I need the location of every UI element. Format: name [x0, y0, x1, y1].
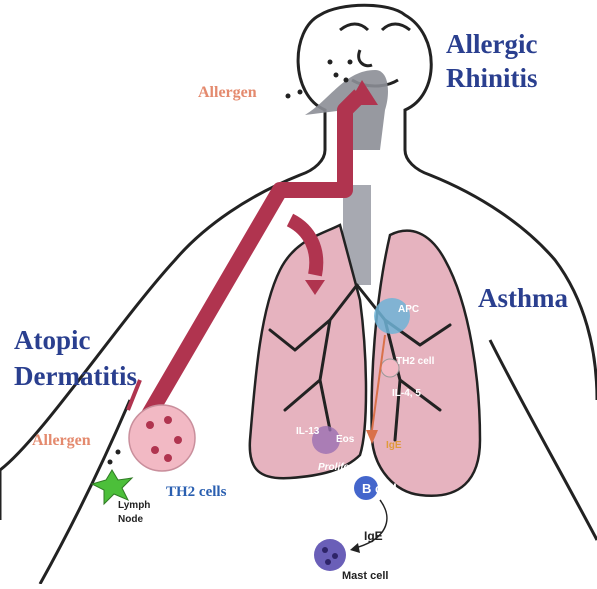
allergen-label-left: Allergen	[32, 432, 91, 450]
ige-lung-label: IgE	[386, 440, 402, 451]
th2-cells-label: TH2 cells	[166, 484, 226, 501]
ige-bottom-label: IgE	[364, 530, 383, 543]
mast-cell	[314, 539, 346, 571]
il45-label: IL-4, 5	[392, 388, 421, 399]
lymph-node-label-1: Lymph	[118, 500, 150, 511]
eos-label: Eos	[336, 434, 354, 445]
th2-cell-lung-label: TH2 cell	[396, 356, 434, 367]
allergic-rhinitis-label-2: Rhinitis	[446, 64, 538, 94]
proliferation-label: Proliferation	[318, 462, 377, 473]
dendritic-cell-icon	[92, 470, 132, 504]
allergen-label-top: Allergen	[198, 84, 257, 102]
atopic-dermatitis-label-1: Atopic	[14, 326, 91, 356]
il13-label: IL-13	[296, 426, 319, 437]
lymph-node	[129, 405, 195, 471]
nose-icon	[359, 50, 372, 66]
right-arm-outline	[490, 340, 597, 540]
b-cell-label: B cell	[362, 482, 397, 496]
eye-right-icon	[382, 24, 410, 30]
apc-label: APC	[398, 304, 419, 315]
eye-left-icon	[340, 24, 368, 30]
atopic-dermatitis-label-2: Dermatitis	[14, 362, 137, 392]
asthma-label: Asthma	[478, 284, 568, 314]
allergic-rhinitis-label-1: Allergic	[446, 30, 537, 60]
mast-cell-label: Mast cell	[342, 570, 388, 582]
lymph-node-label-2: Node	[118, 514, 143, 525]
